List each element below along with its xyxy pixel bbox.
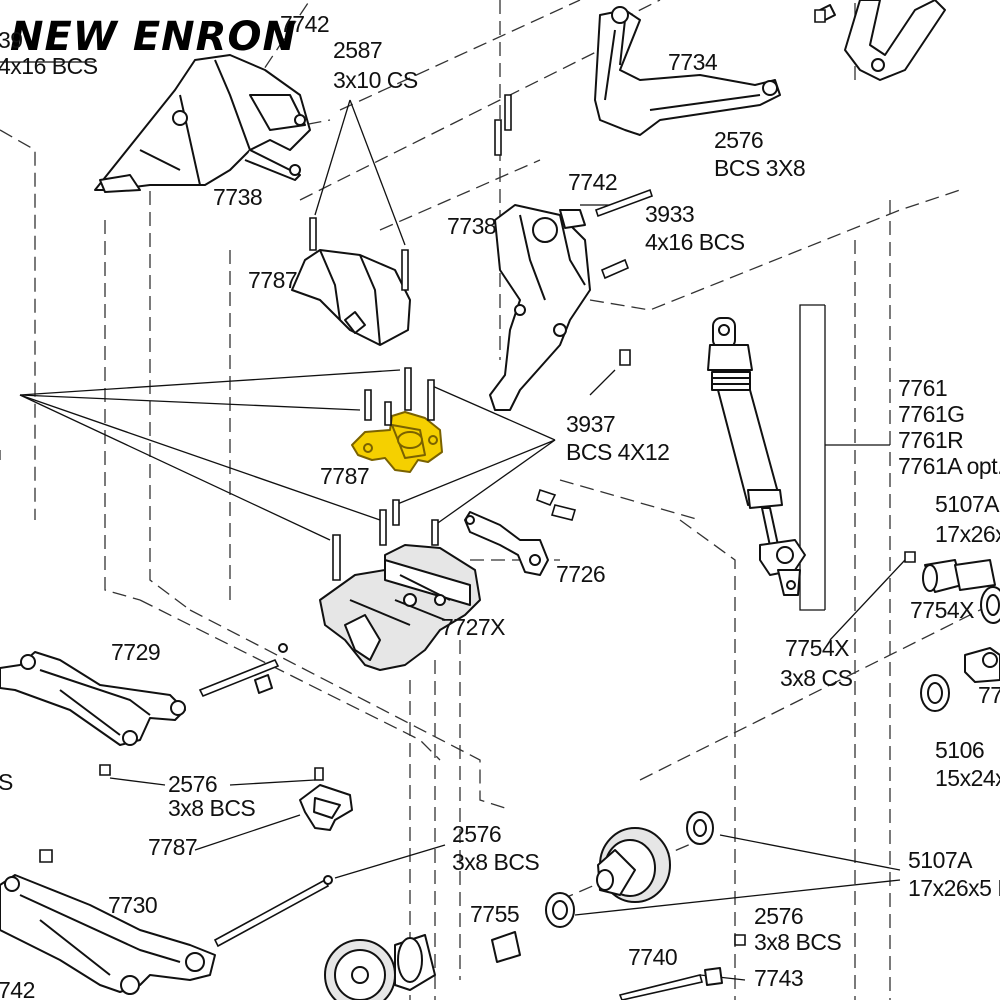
- label-7754x-b: 7754X: [785, 635, 849, 661]
- label-2576-bot: 2576: [754, 903, 803, 929]
- label-7730: 7730: [108, 892, 157, 918]
- label-7729: 7729: [111, 639, 160, 665]
- label-3937: 3937: [566, 411, 615, 437]
- chassis-block-7727x: [319, 544, 481, 671]
- leader-lines: [0, 61, 946, 981]
- label-7761r: 7761R: [898, 427, 963, 453]
- label-5106: 5106: [935, 737, 984, 763]
- label-2576-low-spec: 3x8 BCS: [452, 849, 539, 875]
- label-7755: 7755: [470, 901, 519, 927]
- watermark: NEW ENRON: [10, 14, 297, 60]
- label-5107a-top: 5107A: [935, 491, 1000, 517]
- label-7734: 7734: [668, 49, 718, 75]
- label-2576-top: 2576: [714, 127, 763, 153]
- label-2576-mid-spec: 3x8 BCS: [168, 795, 255, 821]
- label-2576-top-spec: BCS 3X8: [714, 155, 805, 181]
- label-2576-mid: 2576: [168, 771, 217, 797]
- label-2587-spec: 3x10 CS: [333, 67, 418, 93]
- part-labels: 7742 39 4x16 BCS 2587 3x10 CS 7738 7734 …: [0, 11, 1000, 1003]
- label-7738-mid: 7738: [447, 213, 496, 239]
- label-77-cut: 77: [978, 682, 1000, 708]
- arm-top-right: [844, 0, 946, 81]
- label-7742-mid: 7742: [568, 169, 617, 195]
- label-s-cut: S: [0, 769, 13, 795]
- label-7761g: 7761G: [898, 401, 965, 427]
- label-7743: 7743: [754, 965, 803, 991]
- lower-arm-7729: [0, 643, 288, 746]
- label-39-cut: 39: [0, 27, 23, 53]
- label-2587: 2587: [333, 37, 382, 63]
- label-7727x: 7727X: [441, 614, 505, 640]
- body-mount-lower: [299, 784, 353, 831]
- right-bearings: [904, 551, 1000, 712]
- label-742-cut: 742: [0, 977, 35, 1000]
- shock-tower-right: [489, 204, 591, 411]
- label-5107a-low-spec: 17x26x5 BE: [908, 875, 1000, 901]
- link-plate-7726: [464, 511, 549, 576]
- label-7761a: 7761A opt.: [898, 453, 1000, 479]
- screws-center: [39, 9, 826, 863]
- label-2576-low: 2576: [452, 821, 501, 847]
- label-7754x-a: 7754X: [910, 597, 974, 623]
- label-7787-top: 7787: [248, 267, 297, 293]
- label-7738-left: 7738: [213, 184, 262, 210]
- label-7761: 7761: [898, 375, 947, 401]
- label-7787-highlighted: 7787: [320, 463, 369, 489]
- label-3x8cs: 3x8 CS: [780, 665, 853, 691]
- label-3937-spec: BCS 4X12: [566, 439, 669, 465]
- lower-arm-7730: [0, 874, 333, 995]
- shock-absorber-7761: [707, 317, 806, 596]
- label-5106-spec: 15x24x5: [935, 765, 1000, 791]
- label-7742-top: 7742: [280, 11, 329, 37]
- label-2576-bot-spec: 3x8 BCS: [754, 929, 841, 955]
- body-mount-upper: [291, 249, 411, 346]
- label-7787-low: 7787: [148, 834, 197, 860]
- label-7740: 7740: [628, 944, 677, 970]
- label-3933: 3933: [645, 201, 694, 227]
- label-4x16-cut: 4x16 BCS: [0, 53, 98, 79]
- label-3933-spec: 4x16 BCS: [645, 229, 745, 255]
- camber-link-top: [594, 4, 836, 136]
- label-7726: 7726: [556, 561, 605, 587]
- shock-tower-left: [94, 54, 311, 193]
- gear-assembly-bottom: [324, 811, 746, 1005]
- label-5107a-low: 5107A: [908, 847, 973, 873]
- label-5107a-top-spec: 17x26x5: [935, 521, 1000, 547]
